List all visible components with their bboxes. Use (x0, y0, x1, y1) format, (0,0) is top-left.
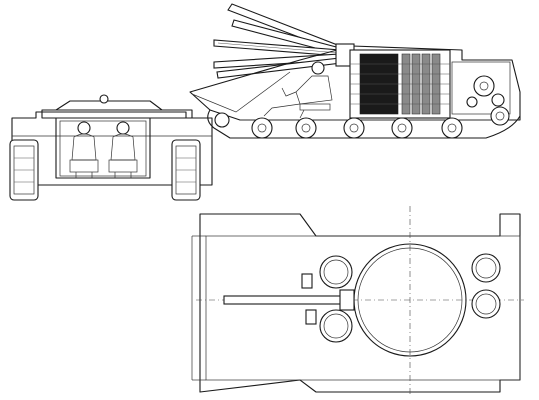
top-hatches (301, 255, 353, 343)
front-track-left (9, 139, 39, 201)
front-crew-left (69, 121, 99, 178)
front-crew-right (108, 121, 138, 178)
side-track (207, 109, 521, 139)
front-crew-compartment (55, 117, 151, 179)
gun-elevation-fan (213, 3, 342, 79)
front-track-right (171, 139, 201, 201)
side-glacis (191, 71, 291, 113)
gunner-figure (263, 61, 333, 119)
road-wheels (214, 106, 510, 139)
engine-bay (451, 61, 511, 115)
front-view (9, 94, 213, 201)
side-view (189, 3, 521, 139)
top-gun-barrel (223, 295, 345, 305)
engine-deck-openings (471, 253, 501, 319)
front-roof (55, 100, 163, 111)
front-periscope (99, 94, 109, 104)
top-hull-inner (205, 235, 521, 381)
ammo-rack (349, 49, 451, 119)
top-view (191, 206, 524, 396)
front-hull-top (41, 109, 193, 119)
front-crew-inner (59, 120, 147, 177)
top-gun-breech (339, 289, 355, 311)
side-hull (189, 45, 521, 121)
